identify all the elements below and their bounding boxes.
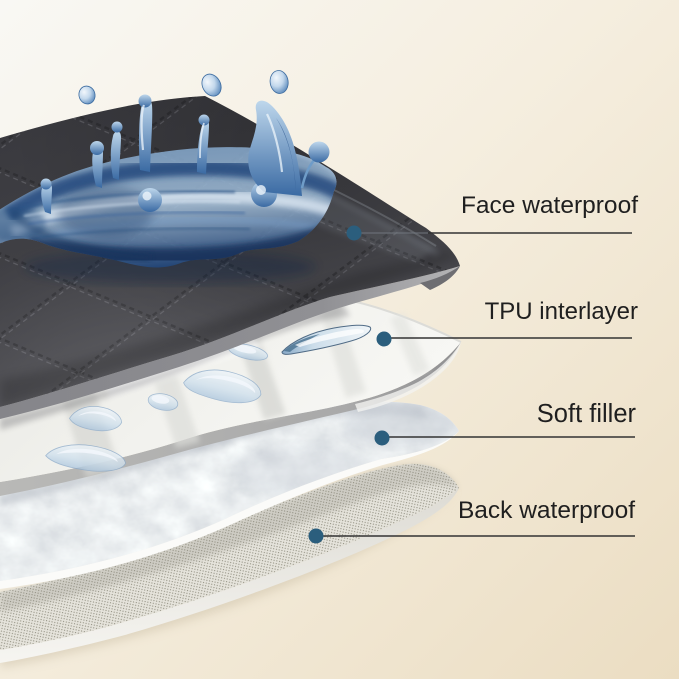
svg-text:Back waterproof: Back waterproof [458, 497, 635, 524]
svg-text:Soft filler: Soft filler [537, 400, 637, 428]
svg-text:Face waterproof: Face waterproof [461, 192, 638, 219]
svg-text:TPU interlayer: TPU interlayer [485, 298, 638, 325]
